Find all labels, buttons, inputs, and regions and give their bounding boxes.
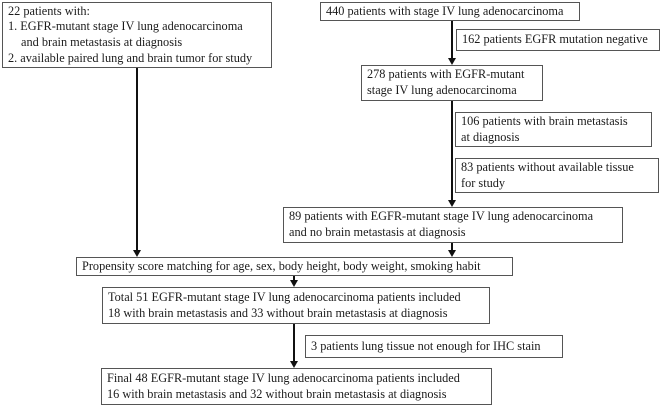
box-text-line: 106 patients with brain metastasis <box>461 113 628 128</box>
box-162-egfr-negative: 162 patients EGFR mutation negative <box>456 29 660 51</box>
box-text-line: 1. EGFR-mutant stage IV lung adenocarcin… <box>8 19 243 34</box>
arrow-head-total51-to-final48 <box>289 361 298 368</box>
box-106-brain-metastasis: 106 patients with brain metastasis at di… <box>455 112 652 147</box>
box-22-patients-criteria: 22 patients with: 1. EGFR-mutant stage I… <box>2 2 272 68</box>
box-propensity-matching: Propensity score matching for age, sex, … <box>76 257 513 276</box>
arrow-line-278-to-89 <box>451 101 453 200</box>
box-text-line: at diagnosis <box>461 129 520 144</box>
box-text-line: for study <box>461 175 506 190</box>
box-text-line: 83 patients without available tissue <box>461 159 634 174</box>
box-text-line: and no brain metastasis at diagnosis <box>289 225 466 239</box>
box-text-line: 22 patients with: <box>8 3 90 18</box>
box-text-line: Propensity score matching for age, sex, … <box>82 258 481 273</box>
arrow-line-total51-to-final48 <box>293 324 295 361</box>
arrow-line-440-to-278 <box>451 21 453 58</box>
box-278-egfr-mutant: 278 patients with EGFR-mutant stage IV l… <box>361 65 543 101</box>
box-text-line: 278 patients with EGFR-mutant <box>367 67 525 82</box>
arrow-line-matching-to-total51 <box>293 276 295 280</box>
arrow-head-278-to-89 <box>447 200 456 207</box>
box-text-line: 89 patients with EGFR-mutant stage IV lu… <box>289 209 594 224</box>
arrow-head-89-to-matching <box>447 250 456 257</box>
arrow-line-criteria-to-matching <box>136 68 138 250</box>
box-3-insufficient-tissue: 3 patients lung tissue not enough for IH… <box>305 335 563 358</box>
box-text-line: Total 51 EGFR-mutant stage IV lung adeno… <box>108 289 461 304</box>
box-text-line: 3 patients lung tissue not enough for IH… <box>311 338 541 353</box>
box-83-no-tissue: 83 patients without available tissue for… <box>455 158 659 193</box>
box-text-line: 16 with brain metastasis and 32 without … <box>107 386 447 401</box>
box-text-line: 2. available paired lung and brain tumor… <box>8 50 253 65</box>
arrow-head-criteria-to-matching <box>132 250 141 257</box>
box-text-line: 162 patients EGFR mutation negative <box>462 32 648 47</box>
box-text-line: and brain metastasis at diagnosis <box>21 35 183 49</box>
box-text-line: 18 with brain metastasis and 33 without … <box>108 305 448 320</box>
box-89-no-brain-metastasis: 89 patients with EGFR-mutant stage IV lu… <box>283 207 623 243</box>
box-total-51: Total 51 EGFR-mutant stage IV lung adeno… <box>102 287 490 324</box>
arrow-head-matching-to-total51 <box>289 280 298 287</box>
box-440-patients: 440 patients with stage IV lung adenocar… <box>320 2 580 21</box>
box-text-line: 440 patients with stage IV lung adenocar… <box>326 3 564 18</box>
box-text-line: stage IV lung adenocarcinoma <box>367 83 517 97</box>
arrow-line-89-to-matching <box>451 243 453 250</box>
arrow-head-440-to-278 <box>447 58 456 65</box>
box-text-line: Final 48 EGFR-mutant stage IV lung adeno… <box>107 370 460 385</box>
box-final-48: Final 48 EGFR-mutant stage IV lung adeno… <box>101 368 492 405</box>
